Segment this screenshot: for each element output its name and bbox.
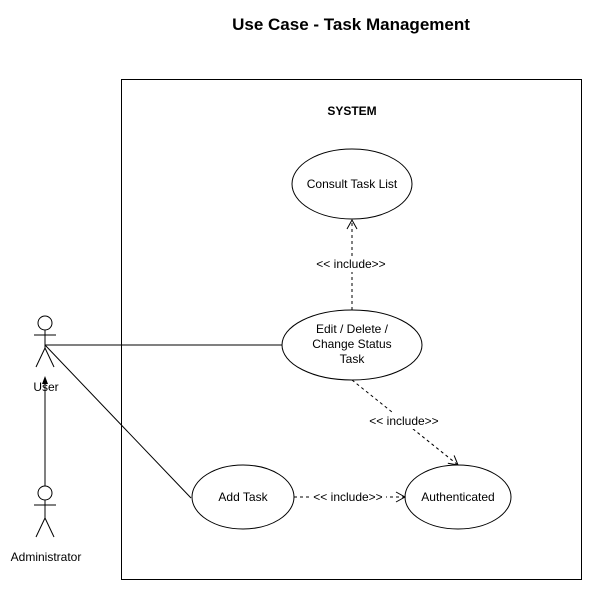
actor-user[interactable] bbox=[34, 315, 56, 368]
usecase-consult-label: Consult Task List bbox=[307, 177, 398, 191]
system-boundary bbox=[121, 79, 582, 580]
usecase-add-label: Add Task bbox=[218, 490, 268, 504]
usecase-edit-label-line1: Edit / Delete / bbox=[316, 322, 389, 336]
include-label-bg-edit-auth bbox=[366, 413, 442, 429]
include-label-consult: << include>> bbox=[316, 257, 385, 271]
include-label-add-auth: << include>> bbox=[313, 490, 382, 504]
system-label: SYSTEM bbox=[327, 104, 376, 118]
usecase-edit-label-line3: Task bbox=[340, 352, 366, 366]
include-label-bg-consult bbox=[313, 256, 389, 272]
usecase-edit-label-line2: Change Status bbox=[312, 337, 391, 351]
include-label-bg-add-auth bbox=[310, 489, 386, 505]
actor-user-label: User bbox=[33, 380, 58, 394]
actor-administrator[interactable] bbox=[34, 485, 56, 538]
diagram-title: Use Case - Task Management bbox=[232, 15, 470, 34]
actor-administrator-label: Administrator bbox=[11, 550, 82, 564]
usecase-authenticated-label: Authenticated bbox=[421, 490, 494, 504]
include-label-edit-auth: << include>> bbox=[369, 414, 438, 428]
association-user-add bbox=[44, 344, 192, 499]
